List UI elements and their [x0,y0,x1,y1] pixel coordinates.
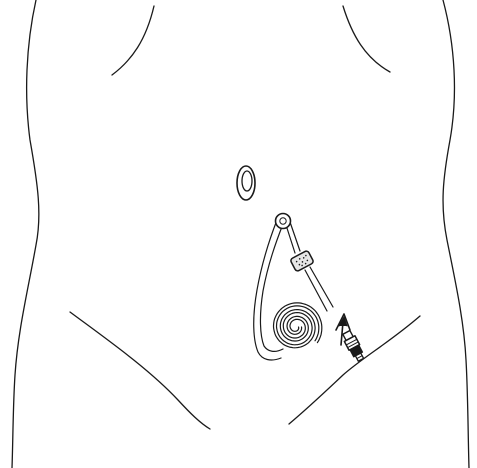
right-rib-curve [343,6,390,72]
tubing-straight-left [286,225,295,253]
catheter [254,214,367,363]
tubing-loop-inner [260,224,283,351]
left-side-contour [12,0,39,468]
left-groin-line [70,312,210,429]
exit-site [276,214,291,229]
navel-inner [242,171,252,191]
tubing-straight-right [290,222,300,251]
right-groin-line [289,316,420,424]
right-side-contour [443,0,469,468]
torso-outline [12,0,469,468]
left-rib-curve [112,6,154,75]
connector-adapter [341,330,366,363]
navel [237,166,255,200]
tubing-coil [274,303,322,348]
